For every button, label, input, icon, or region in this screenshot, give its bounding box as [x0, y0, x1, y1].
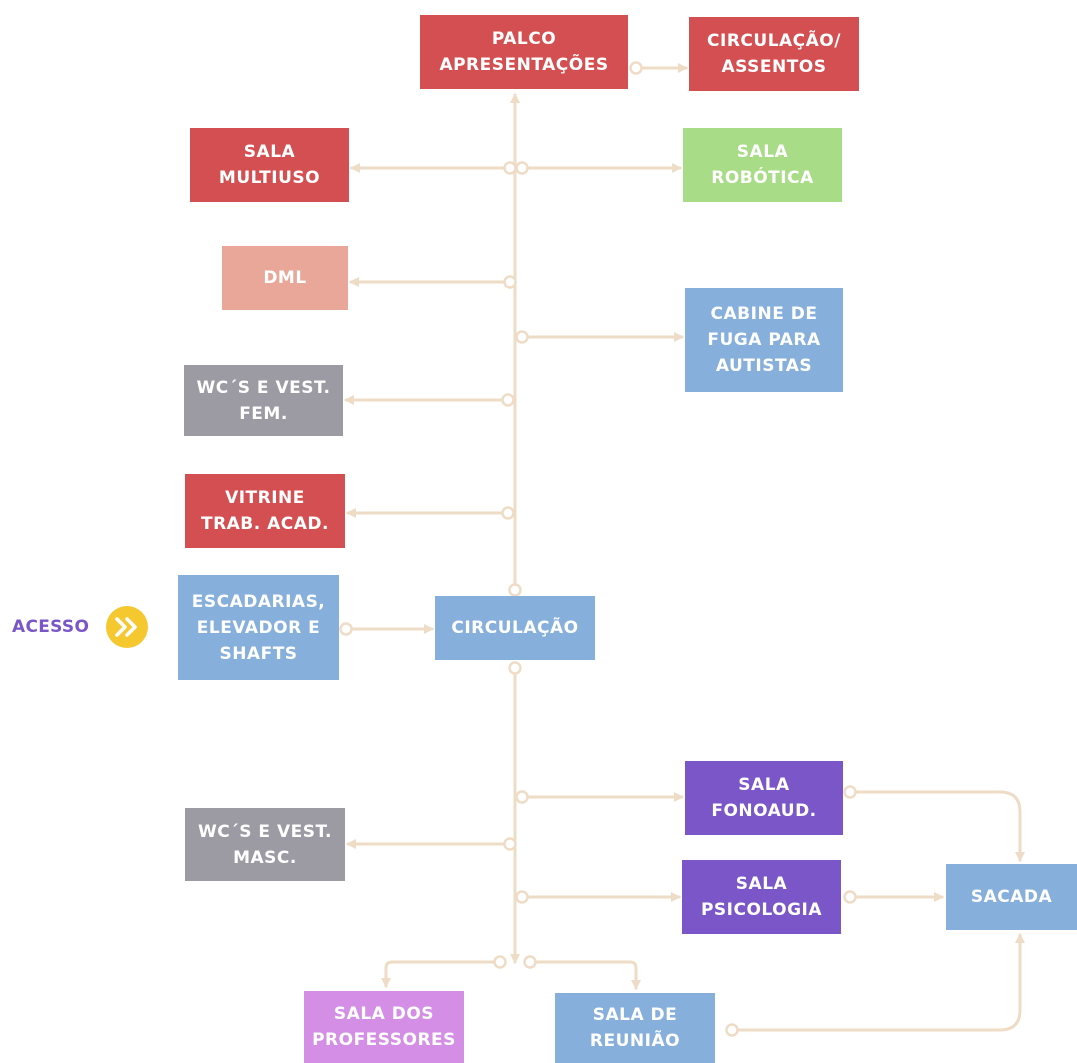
box-sala-de-reuniao[interactable]: SALA DE REUNIÃO: [555, 993, 715, 1063]
box-sala-de-reuniao-label: SALA DE REUNIÃO: [589, 1005, 681, 1051]
trunk-lower-dot: [508, 661, 522, 675]
box-dml-label: DML: [263, 268, 307, 288]
box-sala-multiuso[interactable]: SALA MULTIUSO: [190, 128, 349, 202]
box-cabine-fuga-autistas-label: CABINE DE FUGA PARA AUTISTAS: [707, 304, 821, 376]
edge-to-cabine-fuga-dot: [515, 330, 529, 344]
edge-to-wc-fem-dot: [501, 393, 515, 407]
box-sala-fonoaud-label: SALA FONOAUD.: [711, 775, 817, 821]
edge-reuniao-to-sacada: [736, 933, 1025, 1032]
box-sacada-label: SACADA: [970, 887, 1053, 907]
edge-reuniao-to-sacada-dot: [725, 1023, 739, 1037]
edge-escadarias-to-circulacao-dot: [339, 622, 353, 636]
edge-to-sala-professores: [381, 960, 497, 988]
edge-psicologia-to-sacada-dot: [843, 890, 857, 904]
box-sala-robotica[interactable]: SALA ROBÓTICA: [683, 128, 842, 202]
box-palco-apresentacoes-label: PALCO APRESENTAÇÕES: [439, 29, 609, 75]
edge-palco-to-assentos-dot: [629, 61, 643, 75]
edge-to-vitrine-dot: [501, 506, 515, 520]
box-vitrine-trab-acad-label: VITRINE TRAB. ACAD.: [200, 488, 330, 534]
box-circulacao-label: CIRCULAÇÃO: [451, 618, 579, 638]
box-sala-dos-professores[interactable]: SALA DOS PROFESSORES: [304, 991, 464, 1063]
box-wc-fem-label: WC´S E VEST. FEM.: [196, 377, 331, 424]
box-circulacao[interactable]: CIRCULAÇÃO: [435, 596, 595, 660]
box-escadarias-elevador-shafts[interactable]: ESCADARIAS, ELEVADOR E SHAFTS: [178, 575, 339, 680]
edge-to-sala-robotica-dot: [515, 161, 529, 175]
box-vitrine-trab-acad[interactable]: VITRINE TRAB. ACAD.: [185, 474, 345, 548]
box-wc-masc[interactable]: WC´S E VEST. MASC.: [185, 808, 345, 881]
box-sala-psicologia[interactable]: SALA PSICOLOGIA: [682, 860, 841, 934]
edge-to-sala-multiuso-dot: [503, 161, 517, 175]
box-sala-robotica-label: SALA ROBÓTICA: [711, 142, 814, 188]
edge-to-sala-professores-dot: [493, 955, 507, 969]
box-palco-apresentacoes[interactable]: PALCO APRESENTAÇÕES: [420, 15, 628, 89]
box-sala-fonoaud[interactable]: SALA FONOAUD.: [685, 761, 843, 835]
edge-to-wc-masc-dot: [503, 837, 517, 851]
edge-to-sala-reuniao: [533, 960, 641, 990]
access-label: ACESSO: [12, 617, 90, 637]
trunk-upper-dot: [508, 583, 522, 597]
box-sala-multiuso-label: SALA MULTIUSO: [218, 142, 321, 188]
box-circulacao-assentos[interactable]: CIRCULAÇÃO/ ASSENTOS: [689, 17, 859, 91]
box-circulacao-assentos-label: CIRCULAÇÃO/ ASSENTOS: [707, 31, 841, 77]
edge-to-sala-psicologia-dot: [515, 890, 529, 904]
box-escadarias-elevador-shafts-label: ESCADARIAS, ELEVADOR E SHAFTS: [191, 591, 326, 664]
box-wc-fem[interactable]: WC´S E VEST. FEM.: [184, 365, 343, 436]
edge-fonoaud-to-sacada-dot: [843, 785, 857, 799]
box-sala-dos-professores-label: SALA DOS PROFESSORES: [312, 1004, 456, 1050]
box-sala-psicologia-label: SALA PSICOLOGIA: [700, 874, 823, 920]
double-chevron-right-icon[interactable]: [106, 606, 148, 648]
edge-to-dml-dot: [503, 275, 517, 289]
box-sacada[interactable]: SACADA: [946, 864, 1077, 930]
edge-to-sala-fonoaud-dot: [515, 790, 529, 804]
edge-fonoaud-to-sacada: [854, 790, 1025, 862]
box-dml[interactable]: DML: [222, 246, 348, 310]
box-cabine-fuga-autistas[interactable]: CABINE DE FUGA PARA AUTISTAS: [685, 288, 843, 392]
edge-to-sala-reuniao-dot: [523, 955, 537, 969]
box-wc-masc-label: WC´S E VEST. MASC.: [198, 821, 332, 868]
